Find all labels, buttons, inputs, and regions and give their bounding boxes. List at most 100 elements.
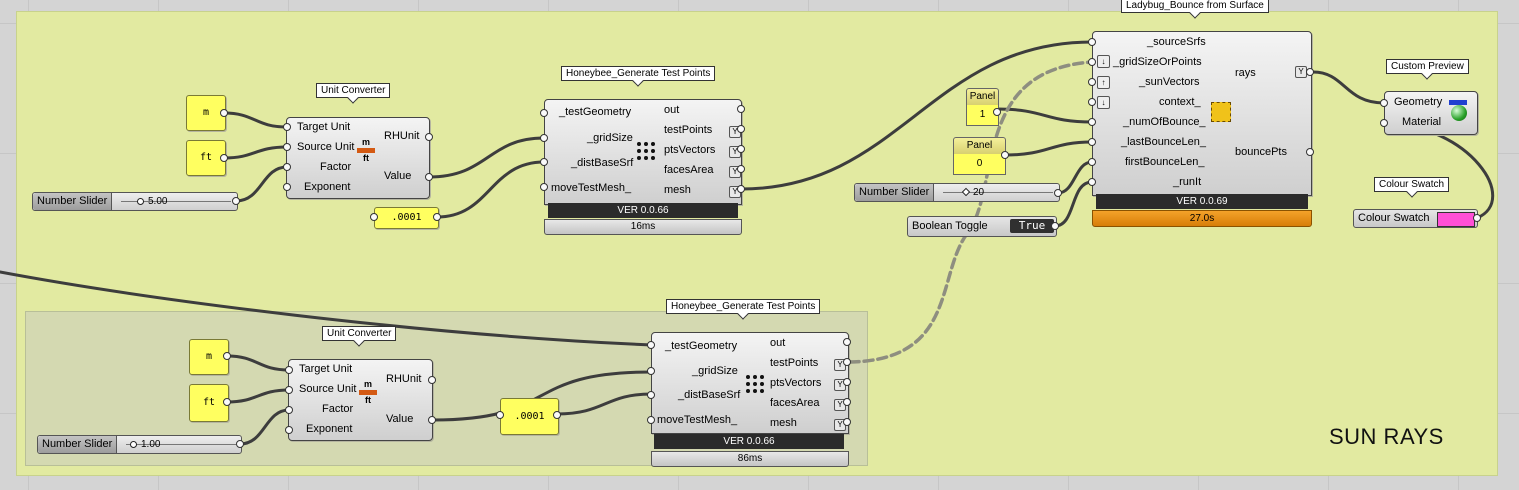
wire-slider2-to-factor[interactable] bbox=[238, 408, 291, 446]
wire-panel1-to-numbounce[interactable] bbox=[995, 107, 1094, 124]
gtp-input-testgeometry[interactable]: _testGeometry bbox=[665, 340, 738, 352]
wire-external-to-testgeometry[interactable] bbox=[0, 270, 654, 347]
gtp-output-facesarea[interactable]: facesArea bbox=[664, 164, 714, 176]
pin-connector[interactable] bbox=[540, 158, 548, 166]
pin-connector[interactable] bbox=[540, 109, 548, 117]
pin-connector[interactable] bbox=[843, 378, 851, 386]
pin-connector[interactable] bbox=[647, 367, 655, 375]
bounce-input-lastbouncelen[interactable]: _lastBounceLen_ bbox=[1121, 136, 1207, 148]
pin-connector[interactable] bbox=[428, 376, 436, 384]
wire-rays-to-geometry[interactable] bbox=[1311, 70, 1386, 105]
gtp-input-distbasesrf[interactable]: _distBaseSrf bbox=[678, 389, 741, 401]
pin-connector[interactable] bbox=[1088, 58, 1096, 66]
pin-connector[interactable] bbox=[737, 145, 745, 153]
wire-ft2-to-source[interactable] bbox=[225, 388, 291, 404]
panel-1-header[interactable]: Panel bbox=[966, 88, 999, 106]
uc-output-rhunit[interactable]: RHUnit bbox=[386, 373, 422, 385]
pin-connector[interactable] bbox=[220, 154, 228, 162]
uc-input-target[interactable]: Target Unit bbox=[299, 363, 353, 375]
uc-input-exponent[interactable]: Exponent bbox=[304, 181, 351, 193]
gtp-output-ptsvectors[interactable]: ptsVectors bbox=[664, 144, 716, 156]
pin-connector[interactable] bbox=[737, 125, 745, 133]
pin-connector[interactable] bbox=[425, 133, 433, 141]
pin-connector[interactable] bbox=[647, 416, 655, 424]
pin-connector[interactable] bbox=[285, 426, 293, 434]
wire-mesh-to-sourcesrfs[interactable] bbox=[739, 40, 1094, 191]
pin-connector[interactable] bbox=[1473, 214, 1481, 222]
ladybug-bounce-component[interactable]: ↓ ↑ ↓ _sourceSrfs _gridSizeOrPoints _sun… bbox=[1092, 31, 1312, 196]
pin-connector[interactable] bbox=[283, 163, 291, 171]
pin-connector[interactable] bbox=[283, 183, 291, 191]
gtp-output-out[interactable]: out bbox=[770, 337, 786, 349]
bounce-input-runit[interactable]: _runIt bbox=[1173, 176, 1202, 188]
number-slider-upper[interactable]: Number Slider 5.00 bbox=[32, 192, 238, 211]
panel-target-unit[interactable]: m bbox=[186, 95, 226, 131]
pin-connector[interactable] bbox=[223, 398, 231, 406]
wire-value2-to-gridsize[interactable] bbox=[431, 370, 654, 422]
slider-knob[interactable] bbox=[961, 188, 971, 197]
pin-connector[interactable] bbox=[553, 411, 561, 419]
pin-connector[interactable] bbox=[370, 213, 378, 221]
down-arrow-icon[interactable]: ↓ bbox=[1097, 96, 1110, 109]
panel-source-unit[interactable]: ft bbox=[186, 140, 226, 176]
bounce-input-sunvectors[interactable]: _sunVectors bbox=[1139, 76, 1200, 88]
pin-connector[interactable] bbox=[1306, 148, 1314, 156]
colour-swatch-color[interactable] bbox=[1437, 212, 1475, 227]
uc-output-rhunit[interactable]: RHUnit bbox=[384, 130, 420, 142]
pin-connector[interactable] bbox=[1380, 99, 1388, 107]
uc-output-value[interactable]: Value bbox=[386, 413, 414, 425]
pin-connector[interactable] bbox=[283, 123, 291, 131]
slider-knob[interactable] bbox=[130, 440, 137, 448]
bounce-input-gridsizeorpoints[interactable]: _gridSizeOrPoints bbox=[1113, 56, 1202, 68]
pin-connector[interactable] bbox=[540, 183, 548, 191]
pin-connector[interactable] bbox=[285, 366, 293, 374]
pin-connector[interactable] bbox=[496, 411, 504, 419]
pin-connector[interactable] bbox=[843, 338, 851, 346]
wire-ft-to-source[interactable] bbox=[222, 145, 289, 160]
uc-input-factor[interactable]: Factor bbox=[320, 161, 352, 173]
pin-connector[interactable] bbox=[236, 440, 244, 448]
bounce-input-context[interactable]: context_ bbox=[1159, 96, 1201, 108]
wire-slider-to-factor[interactable] bbox=[234, 165, 289, 203]
pin-connector[interactable] bbox=[993, 108, 1001, 116]
pin-connector[interactable] bbox=[1088, 38, 1096, 46]
uc-input-source[interactable]: Source Unit bbox=[299, 383, 357, 395]
bounce-input-sourcesrfs[interactable]: _sourceSrfs bbox=[1147, 36, 1206, 48]
unit-converter-upper[interactable]: Target Unit Source Unit Factor Exponent … bbox=[286, 117, 430, 199]
pin-connector[interactable] bbox=[540, 134, 548, 142]
up-arrow-icon[interactable]: ↑ bbox=[1097, 76, 1110, 89]
wire-slider20-to-firstbounce[interactable] bbox=[1056, 160, 1094, 195]
uc-output-value[interactable]: Value bbox=[384, 170, 412, 182]
bounce-input-numofbounce[interactable]: _numOfBounce_ bbox=[1123, 116, 1206, 128]
gtp-input-gridsize[interactable]: _gridSize bbox=[692, 365, 738, 377]
pin-connector[interactable] bbox=[843, 418, 851, 426]
unit-converter-lower[interactable]: Target Unit Source Unit Factor Exponent … bbox=[288, 359, 433, 441]
gtp-output-testpoints[interactable]: testPoints bbox=[664, 124, 713, 136]
pin-connector[interactable] bbox=[737, 105, 745, 113]
bounce-output-rays[interactable]: rays bbox=[1235, 67, 1256, 79]
pin-connector[interactable] bbox=[1051, 222, 1059, 230]
pin-connector[interactable] bbox=[232, 197, 240, 205]
pin-connector[interactable] bbox=[220, 109, 228, 117]
pin-connector[interactable] bbox=[283, 143, 291, 151]
pin-connector[interactable] bbox=[1088, 78, 1096, 86]
wire-swatch-to-material[interactable] bbox=[1382, 121, 1495, 220]
gtp-output-facesarea[interactable]: facesArea bbox=[770, 397, 820, 409]
uc-input-factor[interactable]: Factor bbox=[322, 403, 354, 415]
gtp-input-distbasesrf[interactable]: _distBaseSrf bbox=[571, 157, 634, 169]
down-arrow-icon[interactable]: ↓ bbox=[1097, 55, 1110, 68]
uc-input-source[interactable]: Source Unit bbox=[297, 141, 355, 153]
panel-0-header[interactable]: Panel bbox=[953, 137, 1006, 155]
number-slider-bounce[interactable]: Number Slider 20 bbox=[854, 183, 1060, 202]
gen-test-points-upper[interactable]: _testGeometry _gridSize _distBaseSrf mov… bbox=[544, 99, 742, 205]
bounce-output-bouncepts[interactable]: bouncePts bbox=[1235, 146, 1287, 158]
gtp-output-testpoints[interactable]: testPoints bbox=[770, 357, 819, 369]
pin-connector[interactable] bbox=[1088, 138, 1096, 146]
uc-input-target[interactable]: Target Unit bbox=[297, 121, 351, 133]
gtp-input-testgeometry[interactable]: _testGeometry bbox=[559, 106, 632, 118]
pin-connector[interactable] bbox=[433, 213, 441, 221]
slider-knob[interactable] bbox=[137, 197, 144, 205]
toggle-state[interactable]: True bbox=[1010, 219, 1054, 233]
pin-connector[interactable] bbox=[428, 416, 436, 424]
gtp-output-mesh[interactable]: mesh bbox=[664, 184, 691, 196]
